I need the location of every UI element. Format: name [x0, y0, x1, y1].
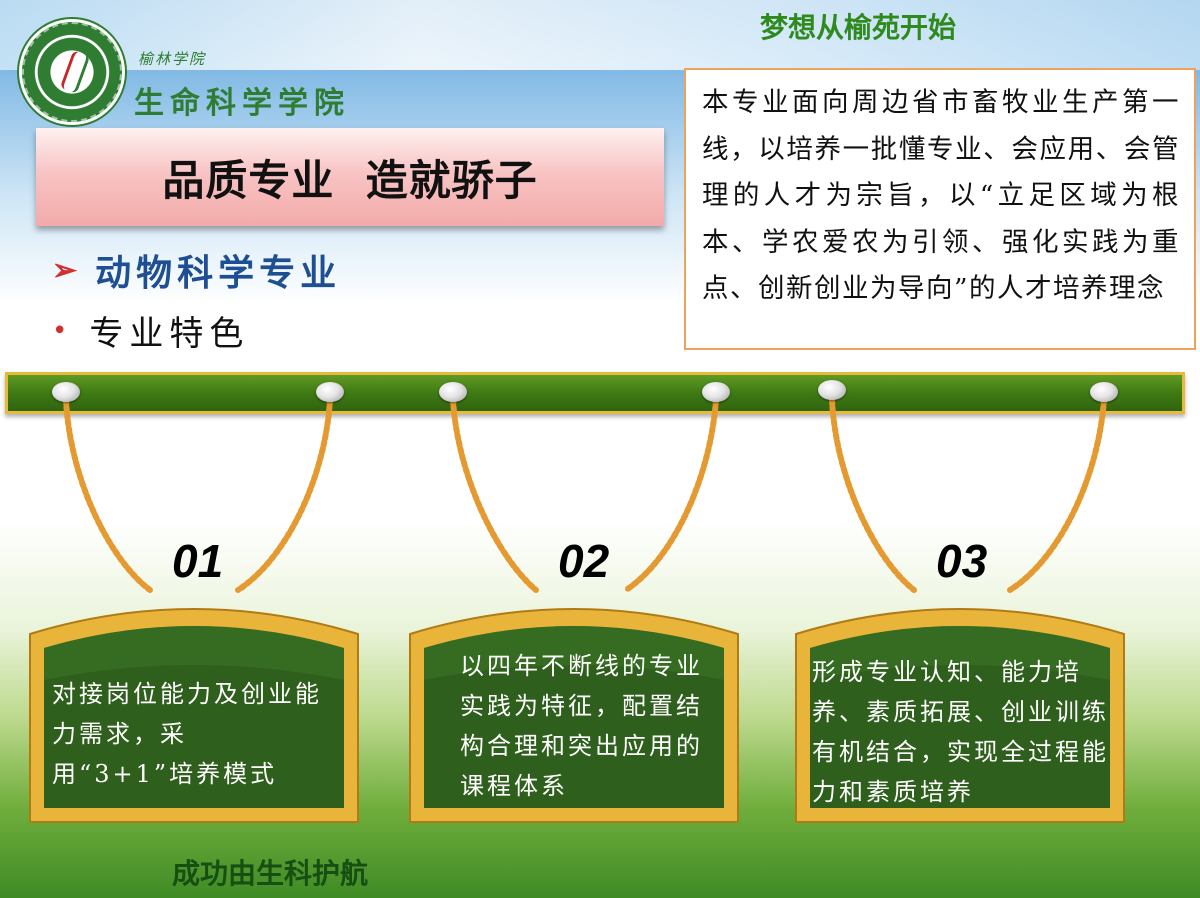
rail-stud	[52, 382, 80, 402]
chain-right-3	[1007, 397, 1107, 593]
slide-title: 品质专业 造就骄子	[36, 128, 664, 226]
top-slogan: 梦想从榆苑开始	[760, 11, 957, 44]
board-frame	[795, 608, 1125, 823]
hanging-rail	[5, 372, 1185, 414]
college-logo	[22, 22, 122, 122]
chain-left-3	[829, 397, 917, 593]
board-number-1: 01	[172, 535, 224, 587]
arrow-bullet-icon: ➢	[52, 252, 78, 288]
rail-stud	[1090, 382, 1118, 402]
dot-bullet-icon: •	[52, 315, 74, 346]
board-frame	[409, 608, 739, 823]
major-heading: ➢ 动物科学专业	[52, 244, 341, 296]
intro-textbox: 本专业面向周边省市畜牧业生产第一线，以培养一批懂专业、会应用、会管理的人才为宗旨…	[684, 68, 1196, 350]
university-name: 榆林学院	[138, 50, 207, 68]
chain-left-1	[63, 397, 153, 593]
logo-ring	[22, 22, 122, 122]
board-3-text: 形成专业认知、能力培养、素质拓展、创业训练有机结合，实现全过程能力和素质培养	[812, 658, 1109, 806]
board-1: 对接岗位能力及创业能力需求，采用“3+1”培养模式	[24, 590, 364, 828]
board-frame	[29, 608, 359, 823]
rail-stud	[316, 382, 344, 402]
board-number-3: 03	[936, 535, 988, 587]
rail-stud	[702, 382, 730, 402]
rail-stud	[439, 382, 467, 402]
rail-stud	[818, 380, 846, 400]
feature-label: 专业特色	[89, 314, 250, 354]
board-1-text: 对接岗位能力及创业能力需求，采用“3+1”培养模式	[52, 680, 322, 788]
college-name: 生命科学学院	[134, 86, 350, 121]
chain-right-2	[623, 397, 719, 593]
header-band	[0, 0, 1200, 70]
chain-left-2	[450, 397, 539, 593]
board-2: 以四年不断线的专业实践为特征，配置结构合理和突出应用的课程体系	[404, 590, 744, 828]
major-label: 动物科学专业	[95, 252, 342, 294]
bottom-slogan: 成功由生科护航	[172, 857, 369, 890]
board-3: 形成专业认知、能力培养、素质拓展、创业训练有机结合，实现全过程能力和素质培养	[790, 590, 1130, 828]
chain-right-1	[235, 397, 333, 593]
feature-heading: • 专业特色	[52, 306, 249, 355]
board-2-text: 以四年不断线的专业实践为特征，配置结构合理和突出应用的课程体系	[460, 652, 703, 800]
board-number-2: 02	[558, 535, 610, 587]
